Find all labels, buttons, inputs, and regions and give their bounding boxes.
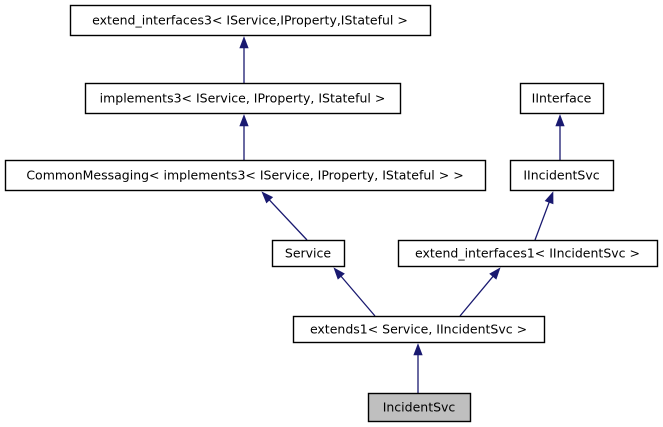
inheritance-edge (413, 343, 423, 393)
nodes-layer: extend_interfaces3< IService,IProperty,I… (4, 4, 659, 423)
class-node-box[interactable] (4, 159, 487, 192)
edge-arrowhead (555, 114, 565, 127)
class-node-box[interactable] (397, 239, 659, 268)
class-node-box[interactable] (271, 239, 346, 268)
class-node-extend_interfaces3[interactable]: extend_interfaces3< IService,IProperty,I… (69, 4, 432, 37)
class-node-label: implements3< IService, IProperty, IState… (100, 91, 386, 106)
edge-arrowhead (544, 191, 554, 205)
class-node-implements3[interactable]: implements3< IService, IProperty, IState… (84, 82, 402, 115)
class-node-label: IInterface (532, 91, 592, 106)
edge-arrowhead (489, 267, 501, 280)
edge-arrowhead (261, 191, 274, 204)
inheritance-edge (239, 114, 249, 160)
class-node-IInterface[interactable]: IInterface (519, 82, 605, 115)
class-node-label: Service (285, 246, 332, 261)
inheritance-edge (333, 267, 376, 317)
class-node-CommonMessaging[interactable]: CommonMessaging< implements3< IService, … (4, 159, 487, 192)
class-node-IIncidentSvc[interactable]: IIncidentSvc (509, 159, 615, 192)
inheritance-edge (534, 191, 554, 241)
edge-arrowhead (239, 114, 249, 127)
class-node-label: IncidentSvc (383, 400, 456, 415)
edge-arrowhead (333, 267, 345, 280)
edge-arrowhead (413, 343, 423, 356)
class-node-extend_interfaces1[interactable]: extend_interfaces1< IIncidentSvc > (397, 239, 659, 268)
class-node-Service[interactable]: Service (271, 239, 346, 268)
inheritance-edge (555, 114, 565, 160)
class-node-label: extends1< Service, IIncidentSvc > (310, 322, 527, 337)
class-node-IncidentSvc[interactable]: IncidentSvc (367, 392, 472, 423)
inheritance-edge (459, 267, 501, 317)
class-node-box[interactable] (292, 315, 546, 344)
class-node-box[interactable] (519, 82, 605, 115)
class-node-extends1[interactable]: extends1< Service, IIncidentSvc > (292, 315, 546, 344)
class-node-box[interactable] (367, 392, 472, 423)
edge-line (269, 199, 308, 241)
class-node-label: CommonMessaging< implements3< IService, … (26, 168, 463, 183)
class-node-box[interactable] (69, 4, 432, 37)
edges-layer (239, 36, 565, 393)
class-node-label: IIncidentSvc (523, 168, 599, 183)
edge-line (534, 202, 550, 241)
class-node-label: extend_interfaces1< IIncidentSvc > (415, 246, 640, 261)
edge-arrowhead (239, 36, 249, 49)
inheritance-edge (261, 191, 308, 241)
edge-line (459, 276, 494, 317)
inheritance-edge (239, 36, 249, 83)
edge-line (340, 275, 376, 317)
class-node-box[interactable] (84, 82, 402, 115)
class-node-box[interactable] (509, 159, 615, 192)
class-node-label: extend_interfaces3< IService,IProperty,I… (92, 13, 408, 28)
